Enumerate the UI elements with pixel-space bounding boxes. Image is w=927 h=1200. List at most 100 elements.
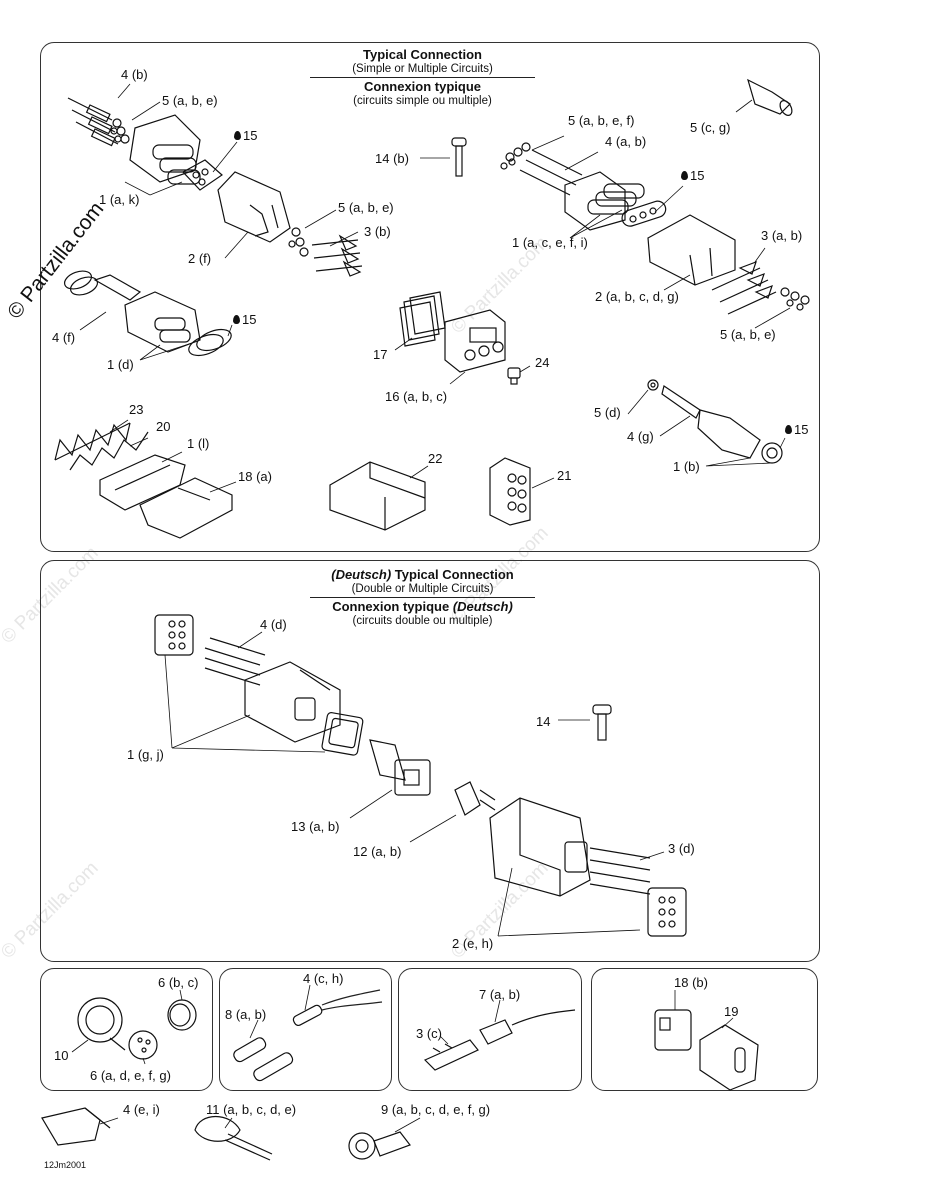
- callout-4b: 4 (b): [121, 67, 148, 82]
- drop-icon: [785, 425, 792, 434]
- seal-1gj-face: [321, 712, 364, 756]
- seals-5abef: [500, 142, 531, 170]
- terminals-3d: [589, 847, 651, 895]
- terminal-pins-4d: [204, 637, 266, 686]
- callout-23: 23: [129, 402, 144, 417]
- panel-connector-18b-19: [591, 968, 818, 1091]
- callout-1b: 1 (b): [673, 459, 700, 474]
- callout-1d: 1 (d): [107, 357, 134, 372]
- housing-18a: [139, 477, 233, 539]
- connector-housing-1ak: [129, 114, 201, 185]
- callout-14: 14: [536, 714, 551, 729]
- callout-13ab: 13 (a, b): [291, 819, 340, 834]
- drop-icon: [234, 131, 241, 140]
- callout-1l: 1 (l): [187, 436, 210, 451]
- callout-6bc: 6 (b, c): [158, 975, 199, 990]
- panel-typical-connection: [40, 42, 820, 552]
- callout-24: 24: [535, 355, 550, 370]
- section2-subtitle-en: (Double or Multiple Circuits): [351, 583, 494, 595]
- callout-4ab: 4 (a, b): [605, 134, 647, 149]
- clip-20: [69, 431, 149, 471]
- housing-2eh: [489, 797, 591, 897]
- callout-5abe-top: 5 (a, b, e): [162, 93, 218, 108]
- callout-1gj: 1 (g, j): [127, 747, 164, 762]
- grommet-6bc: [167, 999, 197, 1031]
- section2-divider: [310, 597, 535, 598]
- callout-5d: 5 (d): [594, 405, 621, 420]
- panel-deutsch-connection: [40, 560, 820, 962]
- callout-5abe-mid: 5 (a, b, e): [338, 200, 394, 215]
- seals-5abe-mid: [288, 227, 309, 257]
- terminal-3c: [423, 1039, 479, 1071]
- callout-11: 11 (a, b, c, d, e): [206, 1102, 297, 1117]
- seals-5abe-right: [780, 287, 810, 311]
- wedge-13ab: [369, 739, 431, 796]
- panel-sealed-splice: [398, 968, 582, 1091]
- housing-18b: [654, 1009, 692, 1051]
- connector-1b: [697, 409, 783, 464]
- callout-4g: 4 (g): [627, 429, 654, 444]
- grommet-10: [77, 997, 126, 1051]
- panel-butt-connectors: [219, 968, 392, 1091]
- callout-5abef: 5 (a, b, e, f): [568, 113, 635, 128]
- section2-title-block: (Deutsch) Typical Connection (Double or …: [310, 568, 535, 628]
- callout-20: 20: [156, 419, 171, 434]
- plug-24: [507, 367, 521, 385]
- screw-14: [592, 704, 612, 741]
- callout-5cg: 5 (c, g): [690, 120, 731, 135]
- screw-14b: [451, 137, 467, 177]
- seal-4f: [63, 270, 142, 301]
- housing-19: [699, 1024, 759, 1091]
- callout-15-b: 15: [233, 313, 256, 326]
- seal-15-b: [188, 328, 232, 357]
- drop-icon: [233, 315, 240, 324]
- callout-2eh: 2 (e, h): [452, 936, 494, 951]
- section1-title-fr: Connexion typique: [364, 79, 481, 94]
- terminal-pins-4ab: [519, 149, 583, 196]
- panel-grommets: [40, 968, 213, 1091]
- seal-5d: [647, 379, 659, 391]
- section2-subtitle-fr: (circuits double ou multiple): [352, 615, 493, 627]
- terminals-3b: [311, 234, 363, 277]
- diagram-code: 12Jm2001: [44, 1160, 87, 1170]
- connector-housing-1d: [124, 291, 201, 353]
- section1-title-en: Typical Connection: [363, 47, 482, 62]
- callout-1ak: 1 (a, k): [99, 192, 140, 207]
- callout-4f: 4 (f): [52, 330, 76, 345]
- leader-lines: [71, 83, 791, 1133]
- terminal-pins-4b: [67, 97, 119, 147]
- callout-2abcdg: 2 (a, b, c, d, g): [595, 289, 679, 304]
- grommet-6adefg: [128, 1030, 158, 1060]
- clip-23: [54, 422, 131, 461]
- callout-16abc: 16 (a, b, c): [385, 389, 448, 404]
- section1-subtitle-fr: (circuits simple ou multiple): [353, 95, 492, 107]
- cable-tie-11: [194, 1116, 273, 1161]
- callout-18a: 18 (a): [238, 469, 272, 484]
- callout-5abe-right: 5 (a, b, e): [720, 327, 776, 342]
- seals-5abe-top: [110, 118, 130, 144]
- wedge-12ab: [454, 781, 496, 816]
- plug-5cg: [747, 78, 793, 116]
- callout-2f: 2 (f): [188, 251, 212, 266]
- callout-7ab: 7 (a, b): [479, 987, 521, 1002]
- callout-4d: 4 (d): [260, 617, 287, 632]
- callout-15-c: 15: [681, 169, 704, 182]
- connector-housing-2abcdg: [647, 214, 736, 286]
- callout-14b: 14 (b): [375, 151, 409, 166]
- terminal-4ch: [292, 989, 383, 1027]
- callout-15-a: 15: [234, 129, 257, 142]
- callout-3ab: 3 (a, b): [761, 228, 803, 243]
- callout-9: 9 (a, b, c, d, e, f, g): [381, 1102, 491, 1117]
- terminal-4ei: [41, 1107, 111, 1146]
- callout-15-d: 15: [785, 423, 808, 436]
- callout-3b: 3 (b): [364, 224, 391, 239]
- splice-7ab: [479, 1009, 576, 1045]
- callout-1acefi: 1 (a, c, e, f, i): [512, 235, 588, 250]
- butt-connector-8ab: [233, 1037, 294, 1082]
- seal-17: [399, 291, 446, 347]
- ring-terminal-9: [348, 1131, 411, 1160]
- section1-subtitle-en: (Simple or Multiple Circuits): [352, 63, 493, 75]
- callout-4ch: 4 (c, h): [303, 971, 344, 986]
- callout-12ab: 12 (a, b): [353, 844, 402, 859]
- callout-8ab: 8 (a, b): [225, 1007, 267, 1022]
